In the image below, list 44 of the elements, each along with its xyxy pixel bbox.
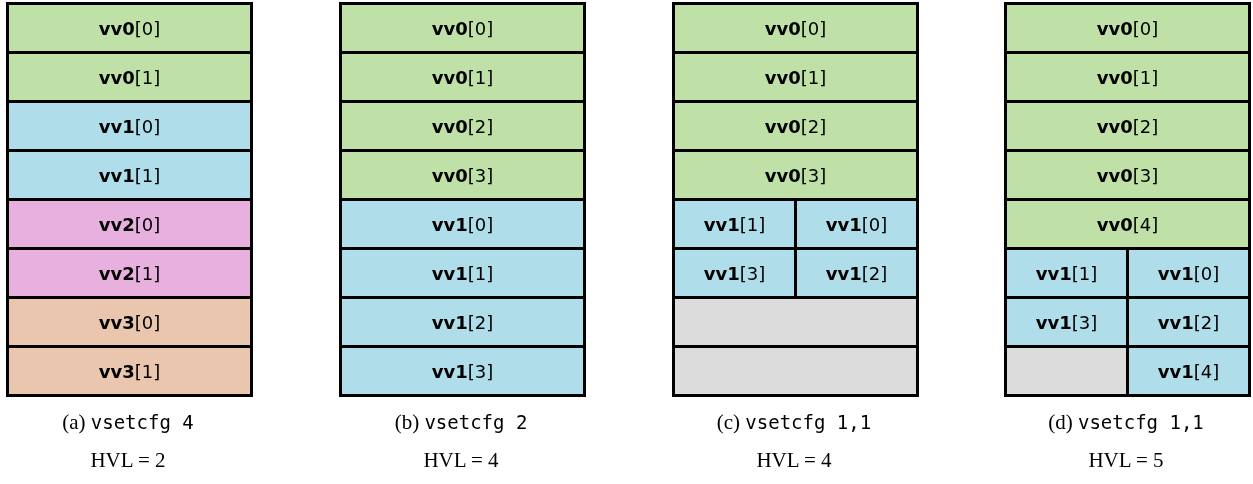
register-cell: vv0[0] — [339, 2, 586, 54]
register-cell: vv0[0] — [1004, 2, 1251, 54]
register-cell: vv1[3] — [672, 247, 797, 299]
register-cell: vv3[0] — [6, 296, 253, 348]
register-cell: vv1[0] — [339, 198, 586, 250]
register-cell: vv1[2] — [1126, 296, 1251, 348]
register-cell: vv1[3] — [339, 345, 586, 397]
register-cell: vv1[1] — [6, 149, 253, 201]
register-cell: vv3[1] — [6, 345, 253, 397]
register-cell: vv0[2] — [1004, 100, 1251, 152]
register-cell: vv1[4] — [1126, 345, 1251, 397]
register-cell: vv0[2] — [672, 100, 919, 152]
hvl-label: HVL = 2 — [90, 448, 166, 473]
register-cell: vv0[1] — [672, 51, 919, 103]
register-cell: vv0[0] — [6, 2, 253, 54]
register-cell: vv1[0] — [6, 100, 253, 152]
hvl-label: HVL = 4 — [423, 448, 499, 473]
register-cell: vv2[0] — [6, 198, 253, 250]
hvl-label: HVL = 5 — [1088, 448, 1164, 473]
register-cell: vv1[2] — [339, 296, 586, 348]
register-cell: vv1[1] — [339, 247, 586, 299]
register-cell: vv1[0] — [1126, 247, 1251, 299]
register-cell: vv0[0] — [672, 2, 919, 54]
register-cell: vv0[1] — [1004, 51, 1251, 103]
register-cell: vv2[1] — [6, 247, 253, 299]
register-cell: vv1[3] — [1004, 296, 1129, 348]
empty-cell — [672, 296, 919, 348]
register-cell: vv1[1] — [672, 198, 797, 250]
register-cell: vv0[3] — [339, 149, 586, 201]
register-cell: vv0[3] — [1004, 149, 1251, 201]
register-cell: vv1[2] — [794, 247, 919, 299]
empty-cell — [672, 345, 919, 397]
register-cell: vv1[1] — [1004, 247, 1129, 299]
register-cell: vv0[3] — [672, 149, 919, 201]
subfigure-caption: (d) vsetcfg 1,1 — [1048, 410, 1204, 435]
subfigure-caption: (b) vsetcfg 2 — [394, 410, 528, 435]
register-cell: vv0[1] — [6, 51, 253, 103]
register-cell: vv0[1] — [339, 51, 586, 103]
hvl-label: HVL = 4 — [756, 448, 832, 473]
subfigure-caption: (a) vsetcfg 4 — [62, 410, 194, 435]
register-cell: vv1[0] — [794, 198, 919, 250]
subfigure-caption: (c) vsetcfg 1,1 — [716, 410, 872, 435]
register-cell: vv0[4] — [1004, 198, 1251, 250]
register-cell: vv0[2] — [339, 100, 586, 152]
